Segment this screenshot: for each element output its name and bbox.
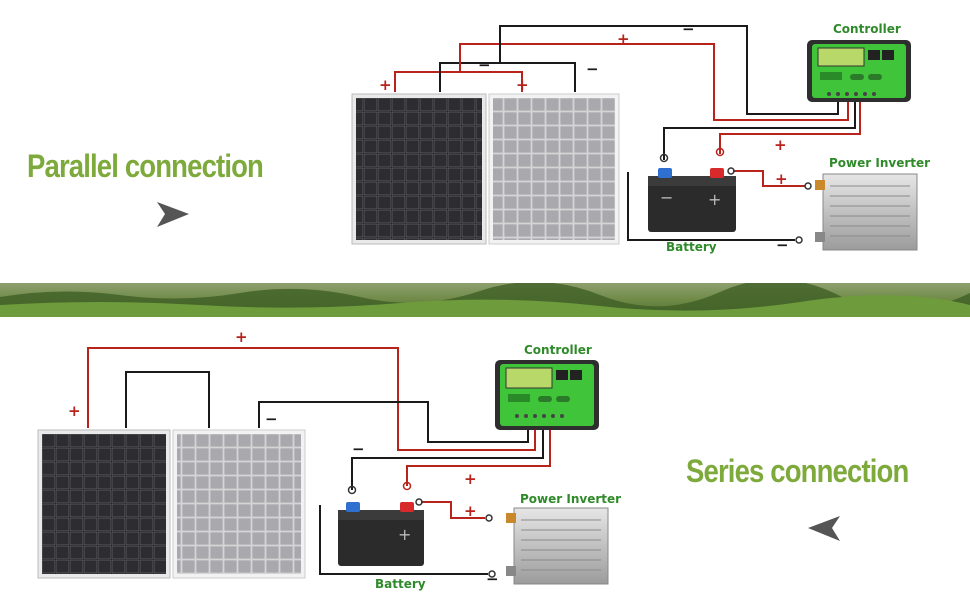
svg-text:+: + bbox=[398, 525, 411, 544]
arrow-left-icon bbox=[808, 516, 840, 541]
battery-label: Battery bbox=[375, 577, 426, 591]
minus-sign: − bbox=[486, 570, 499, 588]
controller-label: Controller bbox=[524, 343, 592, 357]
charge-controller bbox=[495, 360, 599, 430]
minus-sign: − bbox=[352, 440, 365, 458]
minus-sign: − bbox=[682, 20, 695, 38]
series-title: Series connection bbox=[686, 453, 909, 489]
arrow-right-icon bbox=[157, 202, 189, 227]
minus-sign: − bbox=[265, 410, 278, 428]
battery: − + bbox=[648, 168, 736, 232]
parallel-title: Parallel connection bbox=[27, 148, 264, 184]
minus-sign: − bbox=[776, 236, 789, 254]
plus-sign: + bbox=[68, 402, 81, 420]
plus-sign: + bbox=[617, 30, 630, 48]
svg-text:+: + bbox=[708, 190, 721, 209]
landscape-strip bbox=[0, 283, 970, 317]
parallel-diagram: − + bbox=[351, 25, 918, 251]
power-inverter bbox=[815, 173, 918, 251]
charge-controller bbox=[807, 40, 911, 102]
solar-panel-gray bbox=[488, 93, 620, 245]
plus-sign: + bbox=[235, 328, 248, 346]
inverter-label: Power Inverter bbox=[829, 156, 931, 170]
solar-panel-dark bbox=[37, 429, 171, 579]
minus-sign: − bbox=[586, 60, 599, 78]
power-inverter bbox=[506, 507, 609, 585]
plus-sign: + bbox=[379, 76, 392, 94]
plus-sign: + bbox=[464, 502, 477, 520]
inverter-label: Power Inverter bbox=[520, 492, 622, 506]
controller-label: Controller bbox=[833, 22, 901, 36]
minus-sign: − bbox=[478, 56, 491, 74]
battery: + bbox=[338, 502, 424, 566]
plus-sign: + bbox=[464, 470, 477, 488]
plus-sign: + bbox=[774, 136, 787, 154]
plus-sign: + bbox=[516, 76, 529, 94]
solar-panel-gray bbox=[172, 429, 306, 579]
svg-text:−: − bbox=[660, 188, 673, 207]
solar-panel-dark bbox=[351, 93, 487, 245]
plus-sign: + bbox=[775, 170, 788, 188]
battery-label: Battery bbox=[666, 240, 717, 254]
